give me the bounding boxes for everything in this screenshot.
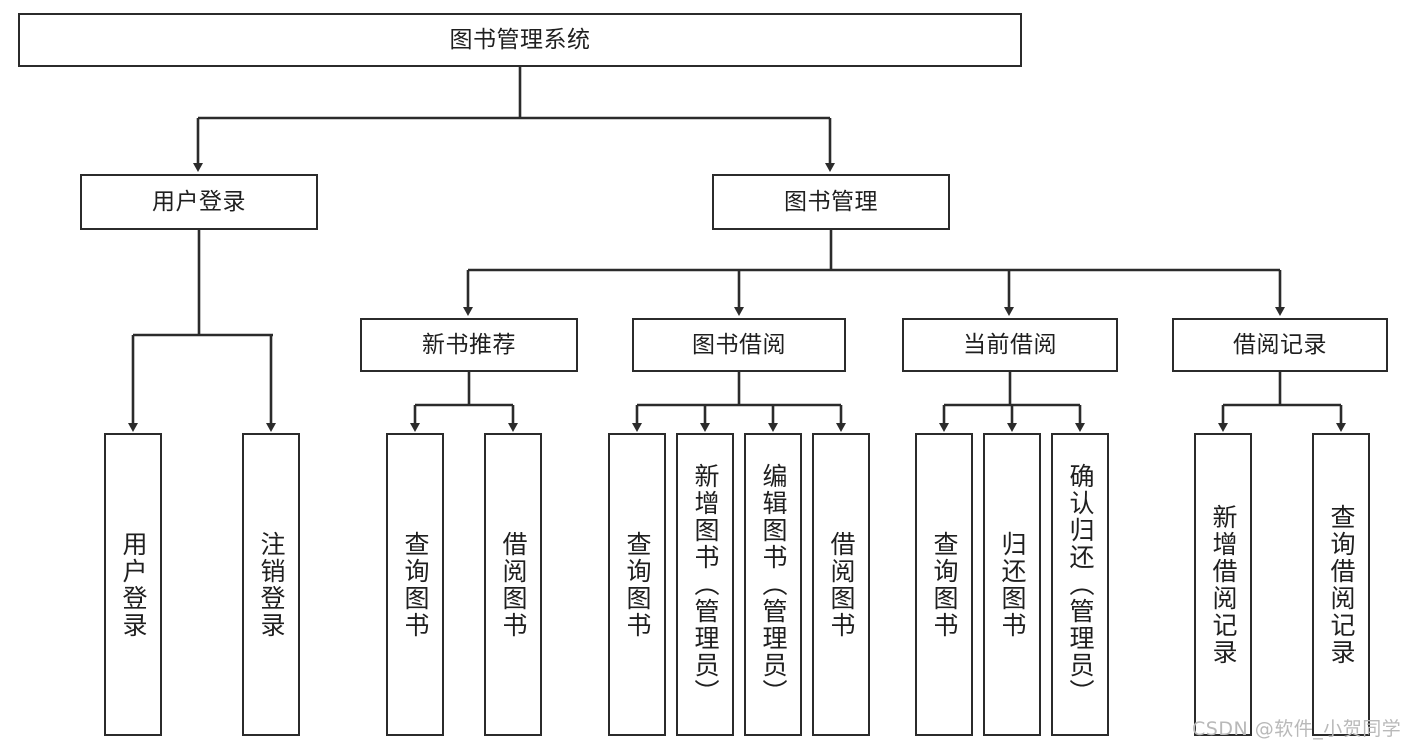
- node-borrow-record[interactable]: 借阅记录: [1172, 318, 1388, 372]
- node-leaf-query-book-2[interactable]: 查询图书: [608, 433, 666, 736]
- node-leaf-query-book-3[interactable]: 查询图书: [915, 433, 973, 736]
- node-book-manage-label: 图书管理: [784, 188, 878, 215]
- node-leaf-edit-book[interactable]: 编辑图书（管理员）: [744, 433, 802, 736]
- node-current-borrow-label: 当前借阅: [963, 331, 1057, 358]
- node-leaf-confirm-return[interactable]: 确认归还（管理员）: [1051, 433, 1109, 736]
- node-leaf-logout-login-label: 注销登录: [257, 530, 286, 639]
- node-leaf-borrow-book-2[interactable]: 借阅图书: [812, 433, 870, 736]
- node-leaf-borrow-book-2-label: 借阅图书: [827, 530, 856, 639]
- node-root[interactable]: 图书管理系统: [18, 13, 1022, 67]
- node-leaf-add-borrow-record[interactable]: 新增借阅记录: [1194, 433, 1252, 736]
- node-book-borrow[interactable]: 图书借阅: [632, 318, 846, 372]
- node-borrow-record-label: 借阅记录: [1233, 331, 1327, 358]
- node-leaf-add-book[interactable]: 新增图书（管理员）: [676, 433, 734, 736]
- node-leaf-query-book-2-label: 查询图书: [623, 530, 652, 639]
- node-leaf-query-book-1-label: 查询图书: [401, 530, 430, 639]
- node-leaf-confirm-return-label: 确认归还（管理员）: [1066, 463, 1095, 706]
- node-leaf-borrow-book-1-label: 借阅图书: [499, 530, 528, 639]
- csdn-watermark: CSDN @软件_小贺同学: [1192, 718, 1402, 740]
- node-leaf-return-book-label: 归还图书: [998, 530, 1027, 639]
- node-leaf-query-book-3-label: 查询图书: [930, 530, 959, 639]
- node-current-borrow[interactable]: 当前借阅: [902, 318, 1118, 372]
- node-leaf-add-borrow-record-label: 新增借阅记录: [1209, 503, 1238, 666]
- node-leaf-add-book-label: 新增图书（管理员）: [691, 463, 720, 706]
- node-leaf-borrow-book-1[interactable]: 借阅图书: [484, 433, 542, 736]
- node-user-login[interactable]: 用户登录: [80, 174, 318, 230]
- node-user-login-label: 用户登录: [152, 188, 246, 215]
- node-root-label: 图书管理系统: [449, 26, 591, 53]
- node-leaf-logout-login[interactable]: 注销登录: [242, 433, 300, 736]
- node-book-borrow-label: 图书借阅: [692, 331, 786, 358]
- node-leaf-query-borrow-record-label: 查询借阅记录: [1327, 503, 1356, 666]
- node-leaf-user-login-label: 用户登录: [119, 530, 148, 639]
- node-leaf-return-book[interactable]: 归还图书: [983, 433, 1041, 736]
- node-leaf-user-login[interactable]: 用户登录: [104, 433, 162, 736]
- node-book-manage[interactable]: 图书管理: [712, 174, 950, 230]
- node-leaf-query-book-1[interactable]: 查询图书: [386, 433, 444, 736]
- node-leaf-edit-book-label: 编辑图书（管理员）: [759, 463, 788, 706]
- node-leaf-query-borrow-record[interactable]: 查询借阅记录: [1312, 433, 1370, 736]
- node-new-book-recommend[interactable]: 新书推荐: [360, 318, 578, 372]
- node-new-book-recommend-label: 新书推荐: [422, 331, 516, 358]
